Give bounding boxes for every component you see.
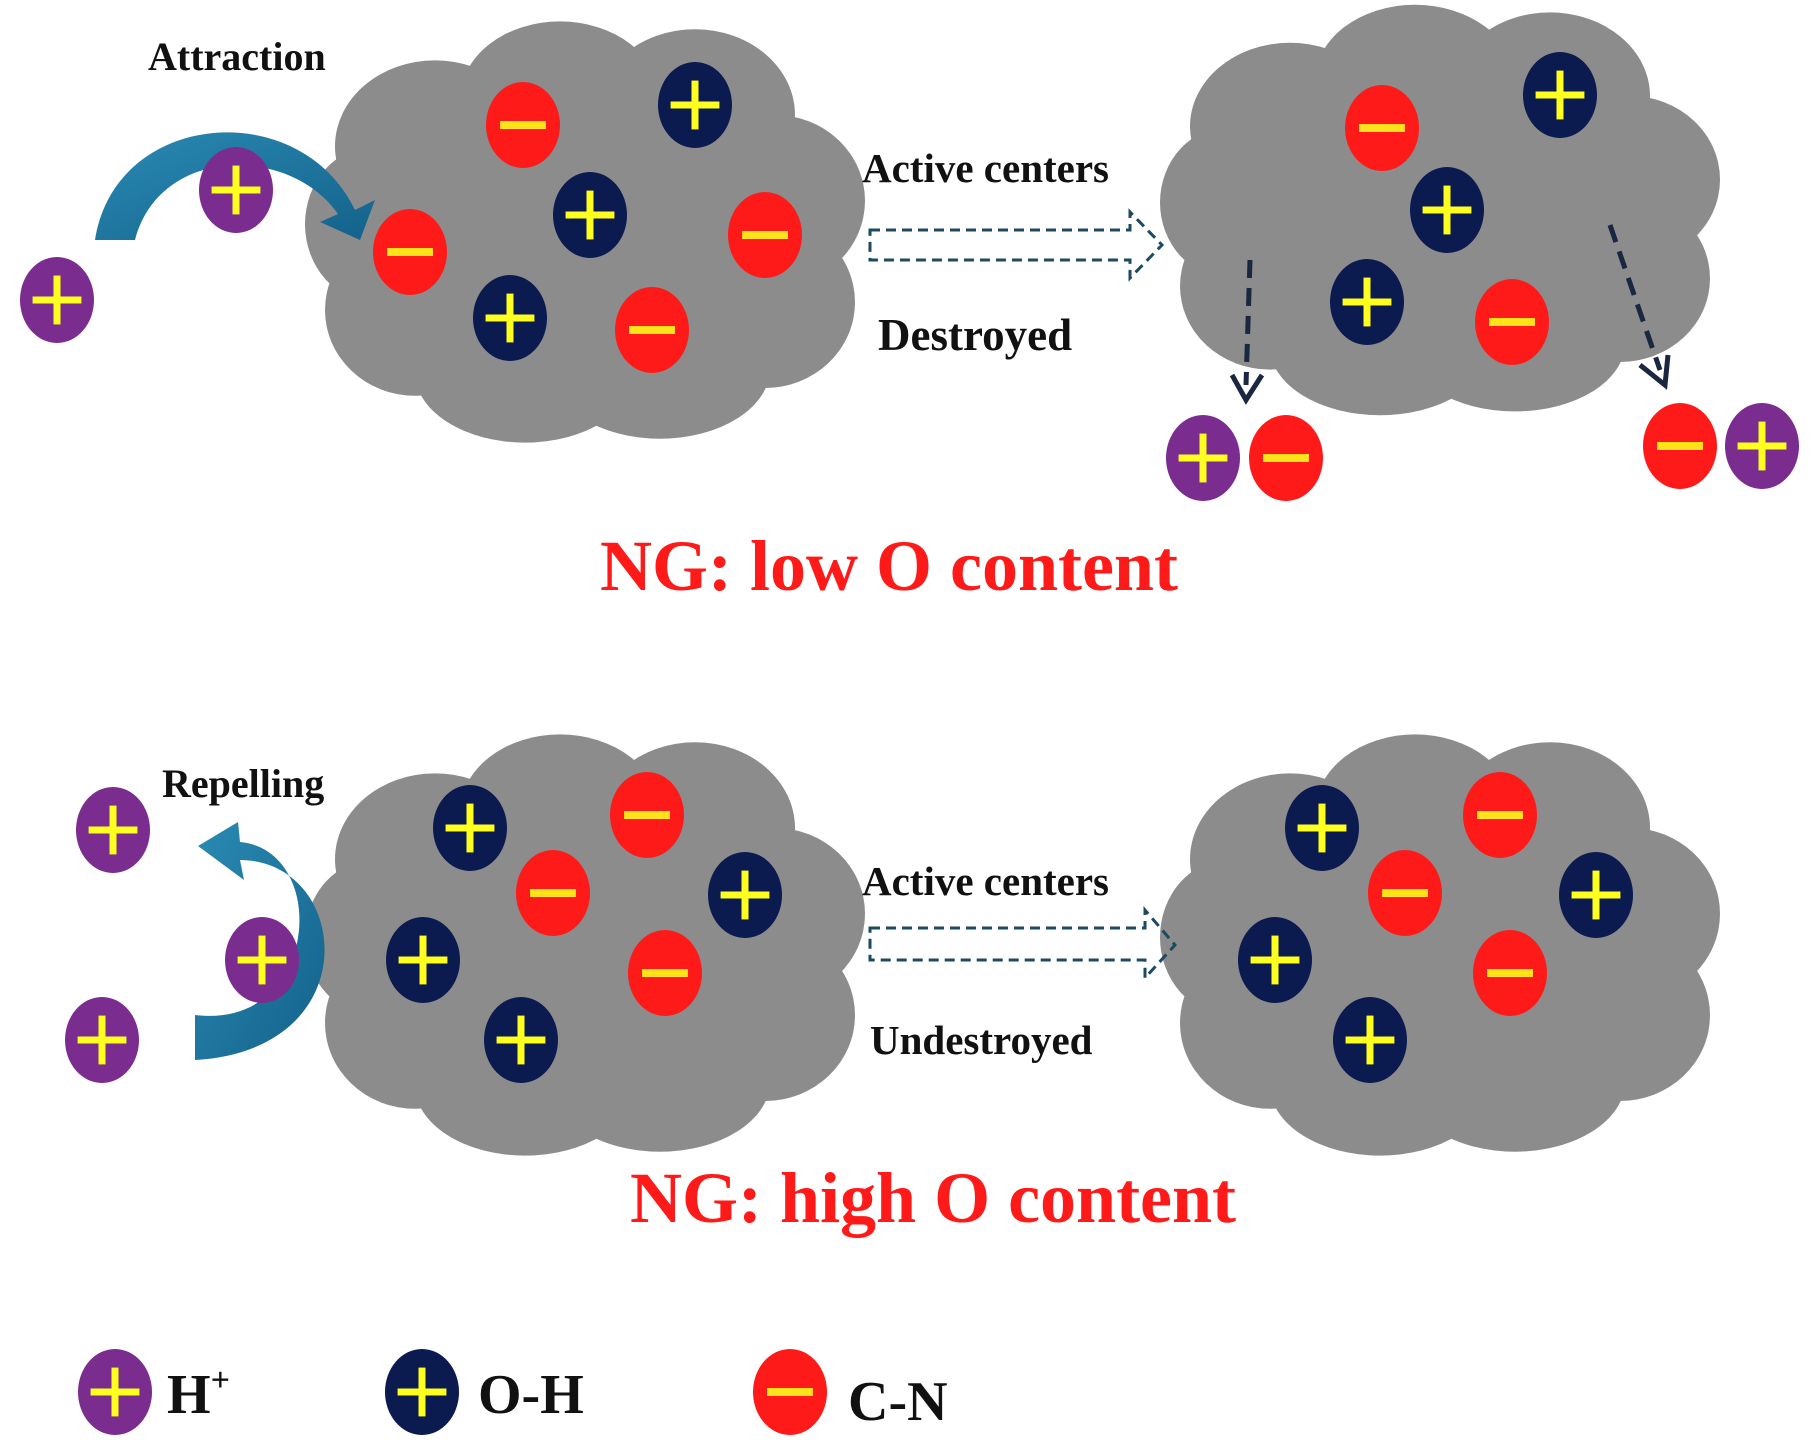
minus-icon [1359,124,1405,132]
minus-icon [767,1388,813,1396]
cn-group [628,930,702,1016]
cn-group [1368,850,1442,936]
repelling-label: Repelling [162,761,324,806]
h-plus-ion [225,917,299,1003]
oh-group [473,275,547,361]
legend: H+ O-H C-N [167,1362,948,1433]
h-plus-ion [20,257,94,343]
plus-icon-v [111,1367,119,1417]
legend-h-sup: + [211,1362,230,1399]
h-plus-ion [1166,415,1240,501]
legend-h-plus-swatch [78,1349,152,1435]
oh-group [553,172,627,258]
minus-icon [1487,969,1533,977]
minus-icon [387,248,433,256]
plus-icon-v [586,190,594,240]
cn-group [615,287,689,373]
plus-icon-v [1199,433,1207,483]
high-o-title: NG: high O content [630,1158,1236,1238]
plus-icon-v [1592,870,1600,920]
attraction-arrow [95,132,375,240]
minus-icon [1477,811,1523,819]
cn-group [728,192,802,278]
cn-group [486,82,560,168]
destroyed-label: Destroyed [878,310,1072,360]
plus-icon-v [1443,185,1451,235]
plus-icon-v [418,1367,426,1417]
plus-icon-v [419,935,427,985]
oh-group [386,917,460,1003]
oh-group [658,62,732,148]
minus-icon [530,889,576,897]
detach-arrow-right [1607,224,1671,390]
minus-icon [742,231,788,239]
dashed-arrow-top [868,208,1165,282]
legend-h-plus-label: H+ [167,1362,230,1426]
minus-icon [1657,442,1703,450]
plus-icon-v [1366,1015,1374,1065]
minus-icon [629,326,675,334]
plus-icon-v [741,870,749,920]
oh-group [1330,259,1404,345]
attraction-label: Attraction [148,34,326,79]
cn-group [1249,415,1323,501]
cn-group [1463,772,1537,858]
active-centers-label-top: Active centers [862,145,1109,191]
plus-icon-v [53,275,61,325]
repelling-arrow [195,822,325,1060]
oh-group [1285,785,1359,871]
plus-icon-v [1271,935,1279,985]
oh-group [484,997,558,1083]
detach-arrow-left [1229,259,1265,405]
legend-cn-swatch [753,1349,827,1435]
undestroyed-label: Undestroyed [870,1017,1093,1063]
plus-icon-v [1758,421,1766,471]
plus-icon-v [517,1015,525,1065]
cn-group [516,850,590,936]
dashed-arrow-bottom [868,905,1178,982]
h-plus-ion [76,787,150,873]
cn-group [373,209,447,295]
cn-group [610,772,684,858]
oh-group [1238,917,1312,1003]
plus-icon-v [691,80,699,130]
cn-group [1345,85,1419,171]
minus-icon [500,121,546,129]
plus-icon-v [506,293,514,343]
oh-group [708,852,782,938]
particle-layer [20,52,1799,1435]
h-plus-ion [199,147,273,233]
legend-oh-swatch [385,1349,459,1435]
legend-oh-label: O-H [478,1364,584,1426]
plus-icon-v [98,1015,106,1065]
plus-icon-v [1363,277,1371,327]
minus-icon [1263,454,1309,462]
plus-icon-v [1556,70,1564,120]
h-plus-ion [1725,403,1799,489]
active-centers-label-bottom: Active centers [862,858,1109,904]
minus-icon [624,811,670,819]
plus-icon-v [109,805,117,855]
low-o-title: NG: low O content [600,526,1178,606]
plus-icon-v [466,803,474,853]
plus-icon-v [258,935,266,985]
oh-group [1333,997,1407,1083]
oh-group [1559,852,1633,938]
legend-cn-label: C-N [848,1371,948,1433]
minus-icon [642,969,688,977]
cn-group [1475,279,1549,365]
plus-icon-v [1318,803,1326,853]
h-plus-ion [65,997,139,1083]
cn-group [1473,930,1547,1016]
oh-group [1523,52,1597,138]
minus-icon [1382,889,1428,897]
minus-icon [1489,318,1535,326]
plus-icon-v [232,165,240,215]
oh-group [433,785,507,871]
oh-group [1410,167,1484,253]
cn-group [1643,403,1717,489]
legend-h-label: H [167,1364,211,1426]
